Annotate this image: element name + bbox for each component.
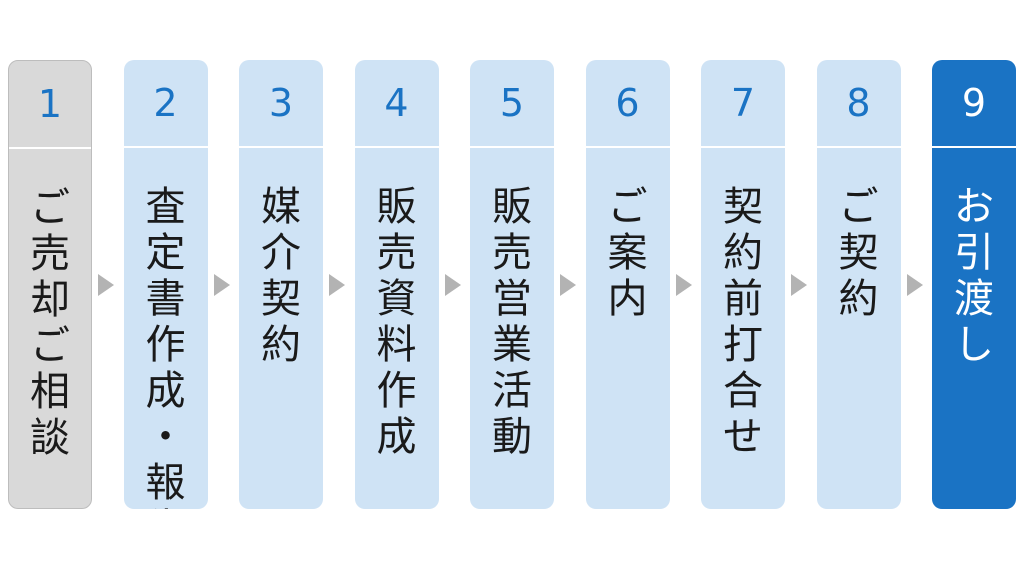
step-label-char: 活 [492,368,532,414]
step-label-char: ご [30,185,70,231]
step-label-char: 業 [492,322,532,368]
arrow-right-icon [906,274,923,296]
step-label-char: ご [30,323,70,369]
step-number: 5 [499,81,525,125]
step-label-char: 媒 [261,184,301,230]
step-label-char: 動 [492,414,532,460]
step-divider [470,146,554,148]
step-label-char: 成 [145,368,186,414]
step-label-char: 談 [30,415,70,461]
arrow-right-icon [791,274,807,296]
step-label-char: 査 [145,184,186,230]
step-label-char: 販 [376,184,417,230]
step-label: ご契約 [817,184,901,322]
step-label-char: 前 [723,276,763,322]
step-label-char: 渡 [954,276,994,322]
step-label-char: 告 [146,506,186,509]
step-label-char: 資 [376,276,417,322]
step-number: 2 [153,81,178,125]
step-divider [239,146,323,148]
step-label-char: お [954,184,994,230]
step-label-char: 売 [30,231,70,277]
step-label-char: 内 [607,276,648,322]
step-label-char: 相 [30,369,70,415]
step-label-char: 合 [723,368,763,414]
step-9: 9 お引渡し [932,60,1016,509]
step-divider [123,146,208,148]
step-label-char: 却 [30,277,70,323]
step-3: 3 媒介契約 [239,60,323,509]
step-5: 5 販売営業活動 [470,60,554,509]
arrow-right-icon [213,274,230,296]
step-6: 6 ご案内 [585,60,670,509]
arrow-right-icon [560,274,576,296]
step-number: 6 [615,81,640,125]
arrow-right-icon [329,274,345,296]
step-number: 1 [37,82,63,126]
step-label-char: 報 [145,460,186,506]
step-divider [354,146,439,148]
step-label-char: 売 [492,230,532,276]
step-label: 販売営業活動 [470,184,554,460]
step-8: 8 ご契約 [816,60,901,509]
step-number: 9 [961,81,987,125]
step-divider [701,146,785,148]
step-label-char: 料 [376,322,417,368]
step-label: ご案内 [586,184,670,322]
step-label-char: 書 [145,276,186,322]
step-label-char: 販 [492,184,532,230]
step-label-char: 契 [838,230,879,276]
step-label-char: 約 [723,230,763,276]
step-label-char: 営 [492,276,532,322]
arrow-right-icon [98,274,114,296]
step-label: 媒介契約 [239,184,323,368]
step-label: 販売資料作成 [355,184,439,460]
step-label-char: 売 [376,230,417,276]
step-7: 7 契約前打合せ [701,60,785,509]
step-label-char: 作 [145,322,186,368]
step-label-char: 定 [145,230,186,276]
arrow-right-icon [444,274,461,296]
step-label-char: 打 [723,322,763,368]
step-divider [9,147,91,149]
step-number: 8 [846,81,871,125]
step-divider [816,146,901,148]
step-label-char: せ [723,414,763,460]
step-number: 7 [730,81,756,125]
step-4: 4 販売資料作成 [354,60,439,509]
step-label-char: ご [838,184,879,230]
step-label-char: 引 [954,230,994,276]
step-number: 3 [268,81,294,125]
step-label-char: 約 [838,276,879,322]
step-label-char: 案 [607,230,648,276]
step-label-char: 約 [261,322,301,368]
step-number: 4 [384,81,409,125]
step-label-char: 介 [261,230,301,276]
step-label: 契約前打合せ [701,184,785,460]
step-label-char: ご [607,184,648,230]
step-label-char: し [954,322,994,368]
step-label-char: ・ [145,414,186,460]
step-label-char: 契 [261,276,301,322]
step-label-char: 成 [376,414,417,460]
step-label: お引渡し [932,184,1016,368]
step-divider [585,146,670,148]
step-divider [932,146,1016,148]
step-label: ご売却ご相談 [9,185,91,461]
arrow-right-icon [675,274,692,296]
step-label-char: 契 [723,184,763,230]
step-label-char: 作 [376,368,417,414]
process-flow: 1ご売却ご相談2査定書作成・報告3媒介契約4販売資料作成5販売営業活動6ご案内7… [8,60,1016,509]
